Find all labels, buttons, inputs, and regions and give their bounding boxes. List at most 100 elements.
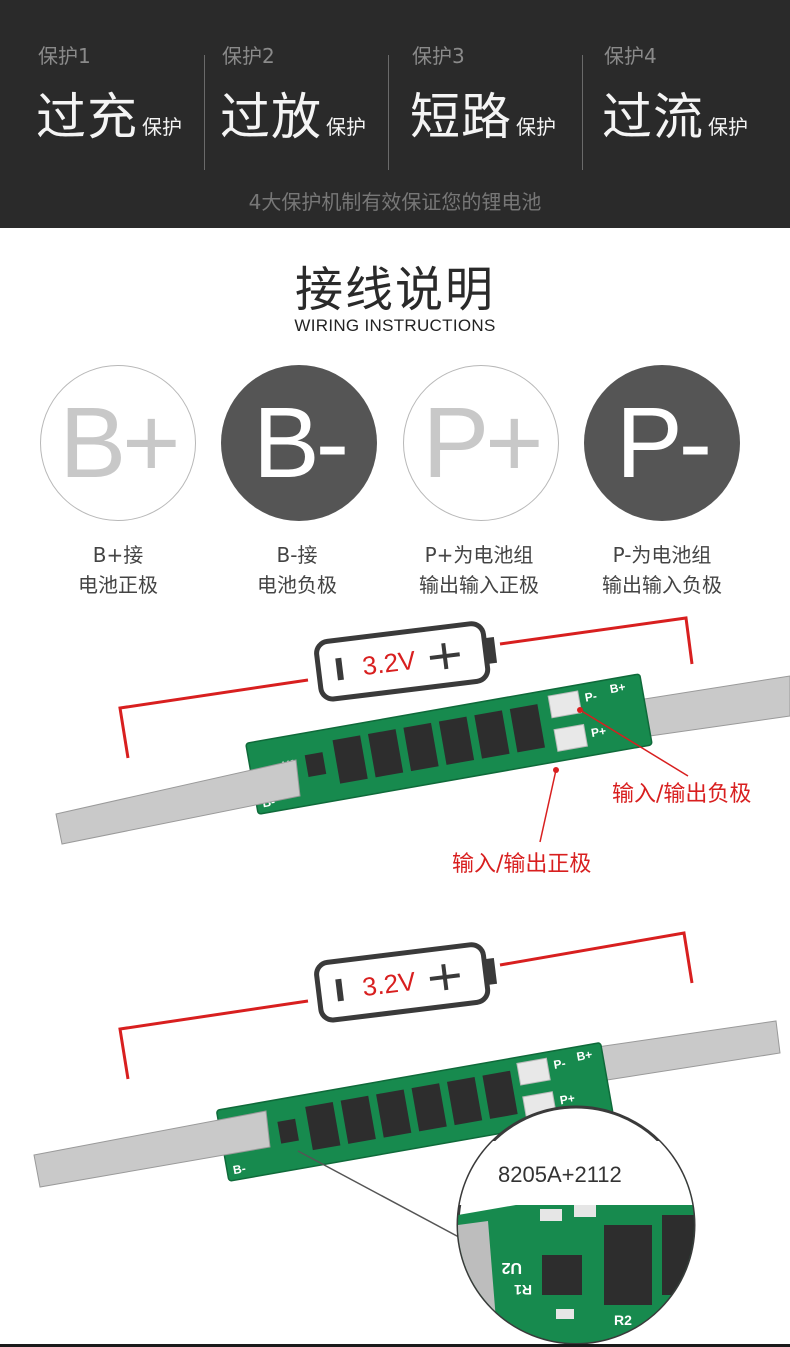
- mosfet-chip: [340, 1095, 376, 1144]
- protection-suffix: 保护: [516, 115, 556, 139]
- protection-item-overdischarge: 保护2 过放保护: [220, 40, 366, 149]
- protection-item-overcharge: 保护1 过充保护: [36, 40, 182, 149]
- battery-bracket-right: [499, 616, 694, 665]
- description-line: 电池负极: [257, 573, 337, 597]
- zoom-silk-u2: U2: [501, 1259, 522, 1276]
- leader-line-negative: [579, 709, 689, 777]
- banner-tagline: 4大保护机制有效保证您的锂电池: [248, 190, 542, 214]
- battery-icon: 3.2V: [314, 942, 498, 1023]
- terminal-description-b-plus: B+接 电池正极: [28, 540, 208, 600]
- wiring-diagram-2: 3.2V P- P+ B+ B- U2: [33, 931, 781, 1345]
- pcb-board-2: P- P+ B+ B- U2: [216, 1042, 614, 1182]
- silk-p-minus: P-: [552, 1056, 566, 1072]
- silk-p-minus: P-: [584, 689, 598, 705]
- terminal-description-p-plus: P+为电池组 输出输入正极: [389, 540, 569, 600]
- pad-p-minus: [547, 690, 583, 719]
- protection-suffix: 保护: [326, 115, 366, 139]
- leader-line-positive: [539, 769, 557, 843]
- description-line: P-为电池组: [612, 543, 712, 567]
- battery-icon: 3.2V: [314, 621, 498, 702]
- protection-suffix: 保护: [708, 115, 748, 139]
- description-line: 电池正极: [78, 573, 158, 597]
- terminal-symbol: P-: [616, 386, 712, 499]
- mosfet-chip: [438, 716, 475, 765]
- divider: [204, 55, 205, 170]
- mosfet-chip: [482, 1070, 518, 1119]
- battery-bracket-right: [499, 931, 694, 984]
- protection-suffix: 保护: [142, 115, 182, 139]
- zoom-resistor: [574, 1205, 596, 1217]
- mosfet-chip: [376, 1089, 412, 1138]
- chip-magnifier: U2 R1 R2: [456, 1105, 696, 1345]
- zoom-silk-r2: R2: [614, 1312, 632, 1328]
- divider: [582, 55, 583, 170]
- protection-name: 过放: [220, 88, 322, 146]
- terminal-description-b-minus: B-接 电池负极: [207, 540, 387, 600]
- wiring-diagram-1: 3.2V P- P+ B+ B- U2: [55, 616, 790, 845]
- label-io-positive: 输入/输出正极: [452, 852, 592, 877]
- protection-ic: [304, 752, 327, 777]
- zoom-mosfet: [604, 1225, 652, 1305]
- description-line: B+接: [92, 543, 144, 567]
- zoom-silk-r1: R1: [514, 1282, 532, 1298]
- magnifier-pointer: [297, 1150, 471, 1244]
- battery-voltage: 3.2V: [361, 966, 418, 1002]
- pad-p-plus: [553, 723, 588, 752]
- zoom-resistor: [540, 1209, 562, 1221]
- protection-number: 保护4: [604, 44, 657, 68]
- bottom-border: [0, 1344, 790, 1347]
- description-line: P+为电池组: [424, 543, 534, 567]
- pcb-board-1: P- P+ B+ B- U2: [245, 673, 653, 815]
- mosfet-chip: [367, 729, 404, 778]
- description-line: 输出输入正极: [419, 573, 539, 597]
- silk-p-plus: P+: [590, 724, 607, 740]
- mosfet-chip: [305, 1101, 341, 1151]
- description-line: B-接: [276, 543, 318, 567]
- terminal-symbol: B+: [59, 386, 180, 499]
- protection-name: 短路: [410, 88, 512, 146]
- protection-ic: [277, 1118, 299, 1144]
- terminal-badge-p-plus: P+: [403, 365, 559, 521]
- label-io-negative: 输入/输出负极: [612, 782, 752, 807]
- silk-b-plus: B+: [609, 680, 627, 697]
- battery-bracket-left: [118, 999, 309, 1080]
- zoom-resistor: [556, 1309, 574, 1319]
- protection-number: 保护2: [222, 44, 275, 68]
- mosfet-chip: [403, 722, 439, 772]
- nickel-strip-left: [55, 759, 301, 845]
- protection-number: 保护3: [412, 44, 465, 68]
- divider: [388, 55, 389, 170]
- pad-p-minus: [516, 1057, 551, 1086]
- terminal-symbol: P+: [422, 386, 543, 499]
- mosfet-chip: [474, 710, 510, 759]
- chip-model-label: 8205A+2112: [498, 1162, 622, 1187]
- section-title: 接线说明: [294, 262, 495, 318]
- silk-b-minus: B-: [232, 1161, 247, 1177]
- silk-p-plus: P+: [559, 1091, 576, 1107]
- battery-bracket-left: [118, 678, 309, 759]
- nickel-strip-left: [33, 1110, 271, 1188]
- battery-voltage: 3.2V: [361, 645, 418, 681]
- protection-name: 过流: [602, 88, 704, 146]
- leader-dot: [577, 707, 583, 713]
- zoom-ic: [542, 1255, 582, 1295]
- terminal-description-p-minus: P-为电池组 输出输入负极: [572, 540, 752, 600]
- terminal-badge-b-minus: B-: [221, 365, 377, 521]
- silk-b-plus: B+: [575, 1047, 593, 1064]
- mosfet-chip: [411, 1083, 447, 1132]
- protection-banner: 保护1 过充保护 保护2 过放保护 保护3 短路保护 保护4 过流保护 4大保护…: [0, 0, 790, 228]
- protection-item-overcurrent: 保护4 过流保护: [602, 40, 748, 149]
- mosfet-chip: [509, 704, 546, 753]
- section-subtitle: WIRING INSTRUCTIONS: [294, 316, 496, 335]
- protection-number: 保护1: [38, 44, 91, 68]
- terminal-badge-p-minus: P-: [584, 365, 740, 521]
- protection-item-shortcircuit: 保护3 短路保护: [410, 40, 556, 149]
- leader-dot: [553, 767, 559, 773]
- mosfet-chip: [332, 735, 368, 784]
- mosfet-chip: [446, 1076, 483, 1126]
- terminal-symbol: B-: [253, 386, 349, 499]
- zoom-mosfet: [662, 1215, 694, 1295]
- terminal-badge-b-plus: B+: [40, 365, 196, 521]
- protection-name: 过充: [36, 88, 138, 146]
- description-line: 输出输入负极: [602, 573, 722, 597]
